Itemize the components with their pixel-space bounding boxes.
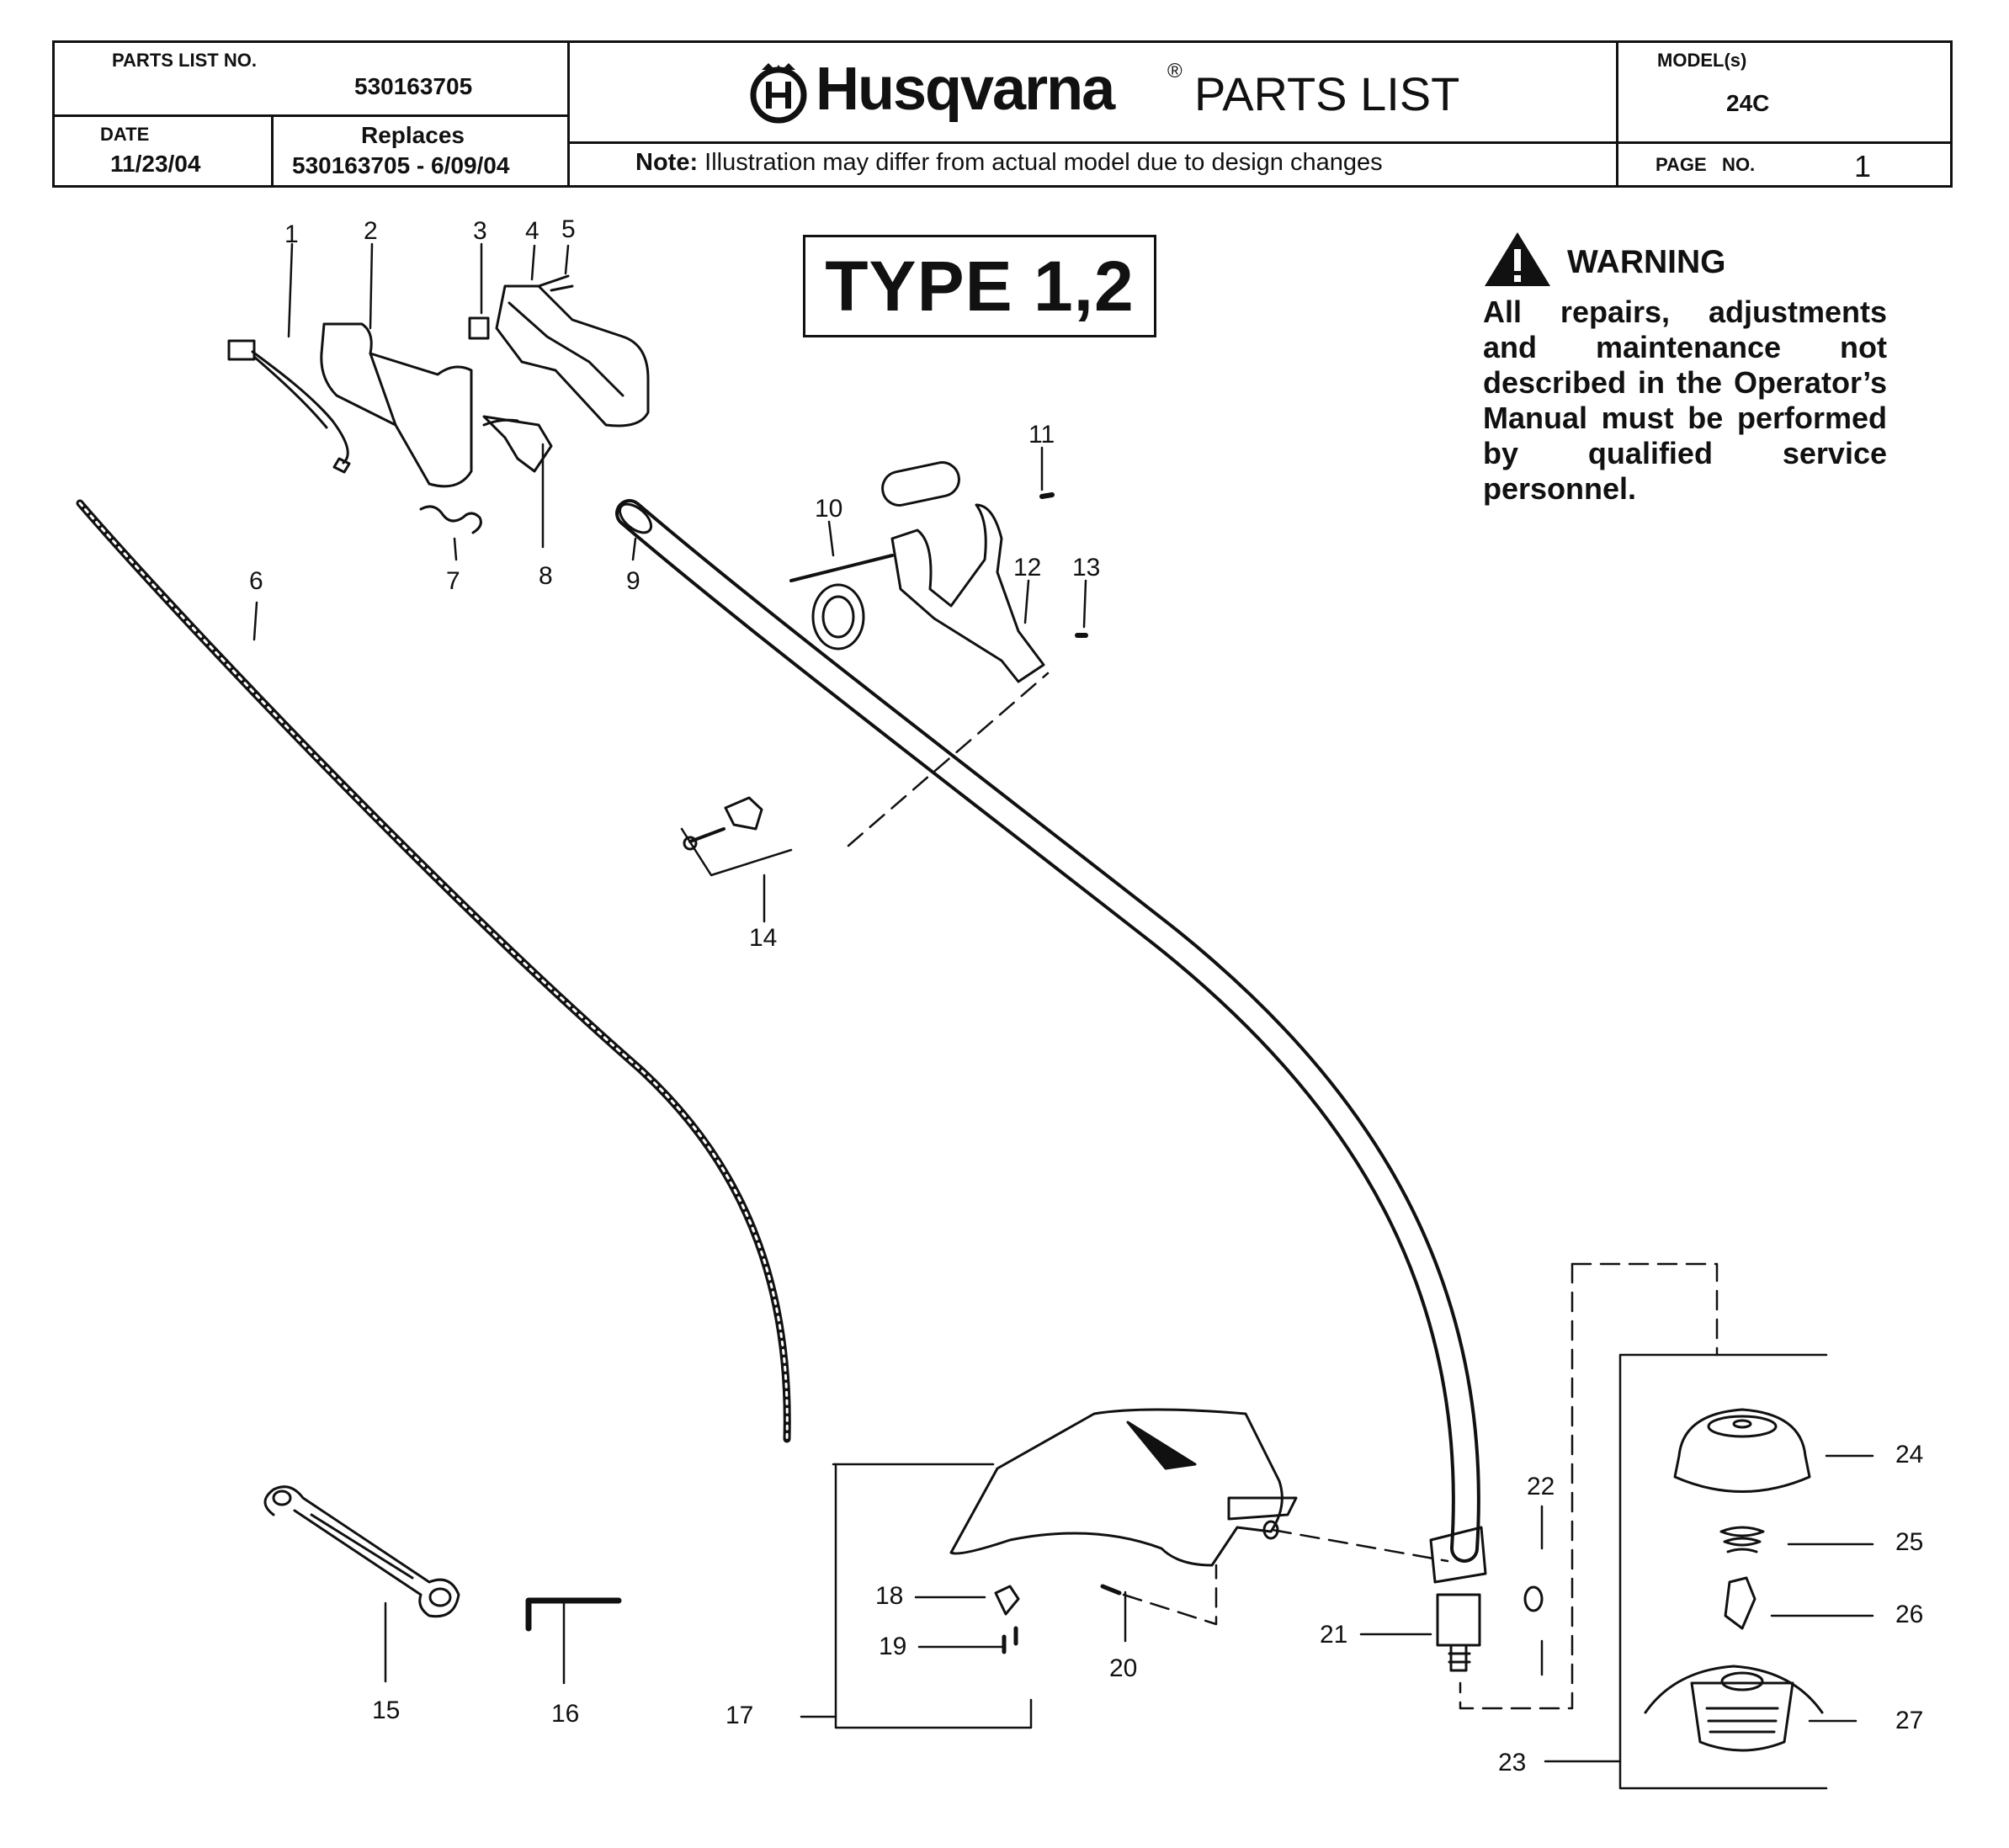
part-6-drive-cable — [76, 499, 791, 1443]
part-16-hex-key — [525, 1597, 622, 1632]
callout-14: 14 — [749, 924, 778, 952]
replaces-value: 530163705 - 6/09/04 — [292, 152, 510, 178]
part-3-4-5-housing — [468, 274, 650, 427]
callout-24: 24 — [1895, 1441, 1924, 1468]
date-value: 11/23/04 — [110, 151, 201, 177]
part-8-trigger — [482, 415, 553, 473]
page-label: PAGE NO. — [1656, 154, 1756, 175]
callout-10: 10 — [815, 495, 843, 523]
husqvarna-crown-icon — [750, 63, 807, 124]
part-1-wire-connector — [227, 339, 351, 474]
callout-1: 1 — [284, 220, 299, 248]
callout-27: 27 — [1895, 1707, 1924, 1734]
callout-13: 13 — [1072, 554, 1101, 581]
dashed-alignment — [847, 672, 1719, 1710]
callout-5: 5 — [561, 215, 576, 243]
callout-19: 19 — [879, 1633, 907, 1660]
warning-title: WARNING — [1567, 244, 1726, 280]
registered-mark: ® — [1167, 60, 1183, 82]
part-10-13-handle-bracket — [789, 461, 1088, 683]
brand-name: Husqvarna — [816, 56, 1115, 123]
callout-6: 6 — [249, 567, 263, 595]
parts-list-number: 530163705 — [354, 73, 473, 99]
type-label-box: TYPE 1,2 — [803, 235, 1156, 337]
callout-11: 11 — [1028, 421, 1055, 449]
part-9-drive-tube — [615, 499, 1480, 1563]
page-number: 1 — [1854, 149, 1872, 183]
callout-18: 18 — [875, 1582, 904, 1610]
callout-23: 23 — [1498, 1749, 1527, 1776]
date-cell: DATE 11/23/04 — [55, 117, 274, 185]
parts-list-header: PARTS LIST NO. 530163705 DATE 11/23/04 R… — [52, 40, 1953, 188]
callout-3: 3 — [473, 217, 487, 245]
warning-triangle-icon — [1485, 232, 1550, 286]
callout-2: 2 — [364, 217, 378, 245]
page-cell: PAGE NO. 1 — [1616, 144, 1950, 185]
model-label: MODEL(s) — [1657, 50, 1747, 71]
warning-text: All repairs, adjustments and maintenance… — [1483, 295, 1887, 506]
leader-lines — [252, 242, 1874, 1790]
callout-26: 26 — [1895, 1601, 1924, 1628]
note-cell: Note: Illustration may differ from actua… — [570, 144, 1616, 185]
illustration-note: Note: Illustration may differ from actua… — [635, 149, 1383, 177]
brand-cell: Husqvarna ® PARTS LIST — [570, 43, 1616, 144]
callout-16: 16 — [551, 1700, 580, 1728]
date-label: DATE — [100, 124, 150, 145]
part-18-20-hardware — [994, 1584, 1122, 1654]
callout-15: 15 — [372, 1697, 401, 1724]
part-17-guard — [949, 1408, 1298, 1567]
callout-9: 9 — [626, 567, 640, 595]
part-24-27-trimmer-head — [1644, 1408, 1824, 1752]
part-15-wrench — [263, 1485, 460, 1618]
callout-25: 25 — [1895, 1528, 1924, 1556]
callout-20: 20 — [1109, 1654, 1138, 1682]
part-21-22-clamp — [1429, 1526, 1544, 1672]
model-cell: MODEL(s) 24C — [1616, 43, 1950, 144]
part-14-knob-screw — [683, 796, 763, 851]
callout-4: 4 — [525, 217, 539, 245]
callout-21: 21 — [1320, 1621, 1348, 1649]
callout-8: 8 — [539, 562, 553, 590]
part-2-handle-grip — [320, 322, 473, 488]
warning-block: WARNING All repairs, adjustments and mai… — [1483, 229, 1887, 507]
parts-list-number-label: PARTS LIST NO. — [112, 50, 257, 71]
callout-12: 12 — [1013, 554, 1042, 581]
callout-17: 17 — [725, 1702, 754, 1729]
parts-list-number-cell: PARTS LIST NO. 530163705 — [55, 43, 570, 117]
replaces-label: Replaces — [361, 122, 465, 148]
part-7-spring — [419, 505, 482, 534]
model-value: 24C — [1726, 90, 1770, 116]
warning-header: WARNING — [1483, 229, 1887, 288]
document-title: PARTS LIST — [1194, 67, 1460, 120]
note-label: Note: — [635, 149, 699, 176]
callout-7: 7 — [446, 567, 460, 595]
note-text: Illustration may differ from actual mode… — [698, 149, 1383, 176]
replaces-cell: Replaces 530163705 - 6/09/04 — [274, 117, 570, 185]
callout-22: 22 — [1527, 1473, 1555, 1500]
